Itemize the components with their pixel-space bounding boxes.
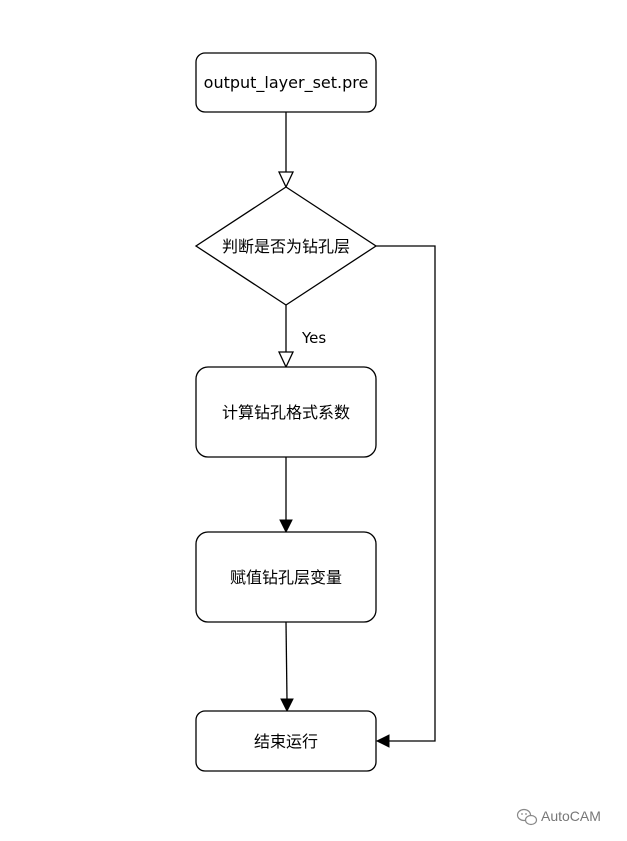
edge-decision-to-end xyxy=(375,245,436,748)
assign-node: 赋值钻孔层变量 xyxy=(195,531,377,623)
edge-label-yes: Yes xyxy=(301,329,326,347)
calc-node: 计算钻孔格式系数 xyxy=(195,366,377,458)
decision-node-label: 判断是否为钻孔层 xyxy=(222,237,350,256)
watermark-text: AutoCAM xyxy=(541,808,601,824)
edge-start-to-decision xyxy=(277,112,295,189)
edge-decision-to-calc: Yes xyxy=(277,305,326,369)
assign-node-label: 赋值钻孔层变量 xyxy=(230,568,342,587)
start-node: output_layer_set.pre xyxy=(195,52,377,113)
watermark: AutoCAM xyxy=(516,808,601,826)
start-node-label: output_layer_set.pre xyxy=(204,73,369,93)
calc-node-label: 计算钻孔格式系数 xyxy=(222,403,350,422)
edge-assign-to-end xyxy=(280,621,294,713)
edge-calc-to-assign xyxy=(279,457,293,534)
end-node: 结束运行 xyxy=(195,710,377,772)
decision-node: 判断是否为钻孔层 xyxy=(194,186,378,306)
wechat-icon xyxy=(516,808,538,826)
end-node-label: 结束运行 xyxy=(254,732,318,751)
